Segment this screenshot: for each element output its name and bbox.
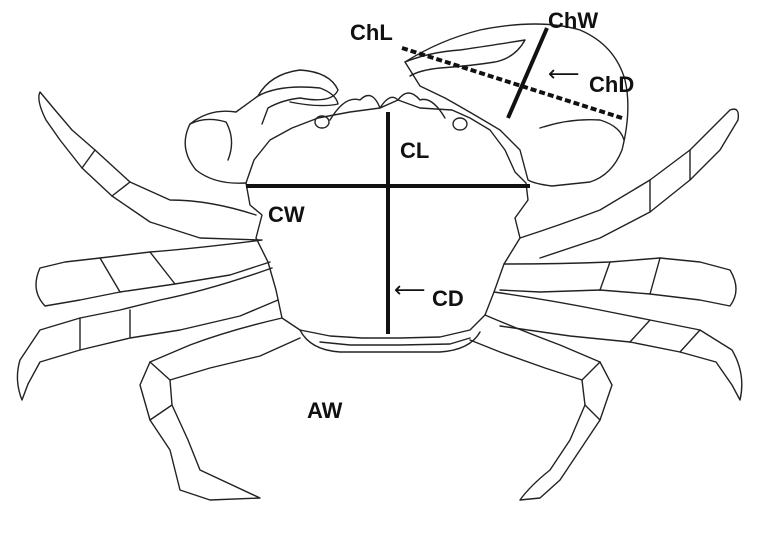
abdomen-width-label: AW: [307, 400, 342, 422]
chela-depth-label: ChD: [589, 74, 634, 96]
right-leg-1: [520, 109, 738, 258]
left-leg-1: [39, 92, 260, 240]
right-cheliped: [405, 24, 628, 186]
carapace-length-label: CL: [400, 140, 429, 162]
chela-length-label: ChL: [350, 22, 393, 44]
chela-width-label: ChW: [548, 10, 598, 32]
left-leg-2: [36, 240, 270, 306]
right-leg-3: [494, 292, 742, 400]
carapace-depth-label: CD: [432, 288, 464, 310]
left-arrow-icon: ⟵: [394, 280, 426, 302]
left-arrow-icon: ⟵: [548, 64, 580, 86]
carapace-width-label: CW: [268, 204, 305, 226]
right-leg-4: [470, 315, 612, 500]
right-eye: [453, 118, 467, 130]
left-leg-4: [140, 318, 300, 500]
